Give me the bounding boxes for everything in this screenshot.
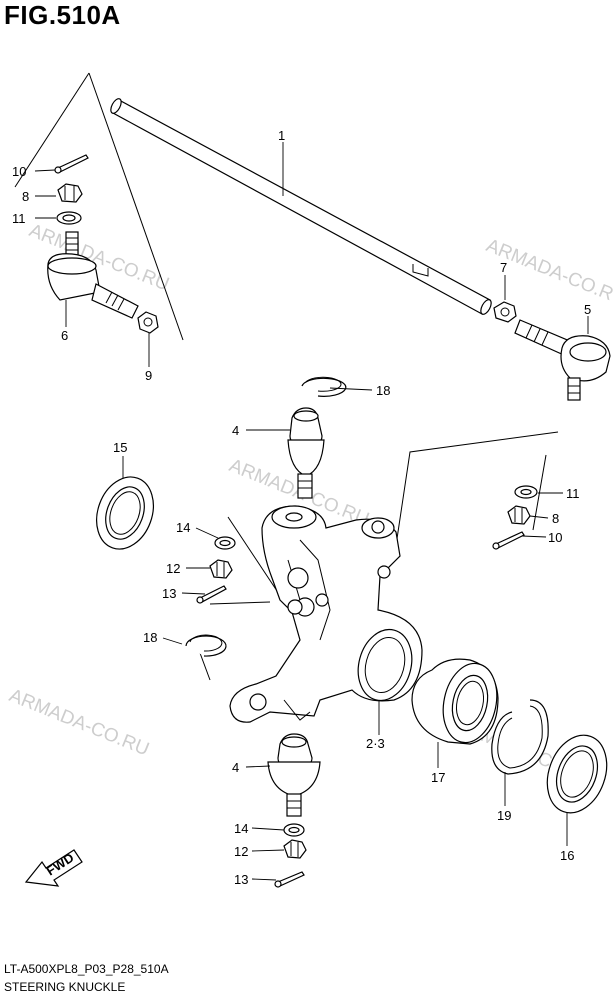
circlip-18-upper (301, 376, 347, 397)
callout-labels: 1 2·3 4 4 5 6 7 8 8 9 10 10 11 11 12 12 … (12, 128, 591, 887)
callout-16: 16 (560, 848, 574, 863)
assembly-outline (14, 72, 559, 681)
washer-14-lower (283, 823, 305, 837)
callout-10-right: 10 (548, 530, 562, 545)
figure-name: STEERING KNUCKLE (4, 980, 126, 994)
callout-18-lower: 18 (143, 630, 157, 645)
callout-1: 1 (278, 128, 285, 143)
callout-17: 17 (431, 770, 445, 785)
circlip-18-lower (185, 634, 227, 657)
callout-7: 7 (500, 260, 507, 275)
callout-8-left: 8 (22, 189, 29, 204)
callout-6: 6 (61, 328, 68, 343)
callout-10-left: 10 (12, 164, 26, 179)
callout-4-upper: 4 (232, 423, 239, 438)
oil-seal-15 (96, 476, 154, 550)
cotter-pin-13-lower (274, 871, 305, 888)
callout-11-left: 11 (12, 211, 26, 226)
callout-9: 9 (145, 368, 152, 383)
figure-code: LT-A500XPL8_P03_P28_510A (4, 962, 169, 976)
callout-15: 15 (113, 440, 127, 455)
cotter-pin-13-upper (196, 585, 227, 604)
callout-14-upper: 14 (176, 520, 190, 535)
oil-seal-16 (546, 734, 608, 814)
callout-13-lower: 13 (234, 872, 248, 887)
callout-18-upper: 18 (376, 383, 390, 398)
ball-joint-4-upper (287, 407, 325, 499)
callout-8-right: 8 (552, 511, 559, 526)
tie-rod-end-left (47, 231, 139, 319)
tie-rod-end-right (514, 319, 611, 401)
nut-7 (493, 301, 517, 323)
castle-nut-8-right (507, 505, 531, 525)
leader-lines (34, 142, 589, 881)
callout-14-lower: 14 (234, 821, 248, 836)
callout-2-3: 2·3 (366, 736, 385, 751)
callout-11-right: 11 (566, 486, 580, 501)
castle-nut-12-lower (283, 839, 307, 859)
cotter-pin-10-left (54, 154, 89, 174)
tie-rod-shaft (110, 98, 492, 315)
cotter-pin-10-right (492, 531, 525, 550)
nut-9 (137, 311, 159, 334)
castle-nut-12-upper (209, 559, 233, 579)
callout-12-lower: 12 (234, 844, 248, 859)
wheel-bearing-17 (411, 658, 499, 745)
washer-11-right (514, 485, 538, 499)
callout-12-upper: 12 (166, 561, 180, 576)
callout-19: 19 (497, 808, 511, 823)
washer-11-left (56, 211, 82, 225)
fwd-arrow-icon: FWD (24, 849, 83, 887)
washer-14-upper (214, 536, 236, 550)
watermark-text: ARMADA-CO.RU (6, 685, 152, 760)
callout-4-lower: 4 (232, 760, 239, 775)
figure-title: FIG.510A (4, 0, 121, 30)
castle-nut-8-left (57, 183, 83, 203)
callout-13-upper: 13 (162, 586, 176, 601)
ball-joint-4-lower (267, 733, 321, 817)
steering-knuckle (229, 505, 423, 723)
callout-5: 5 (584, 302, 591, 317)
circlip-19 (491, 699, 549, 775)
